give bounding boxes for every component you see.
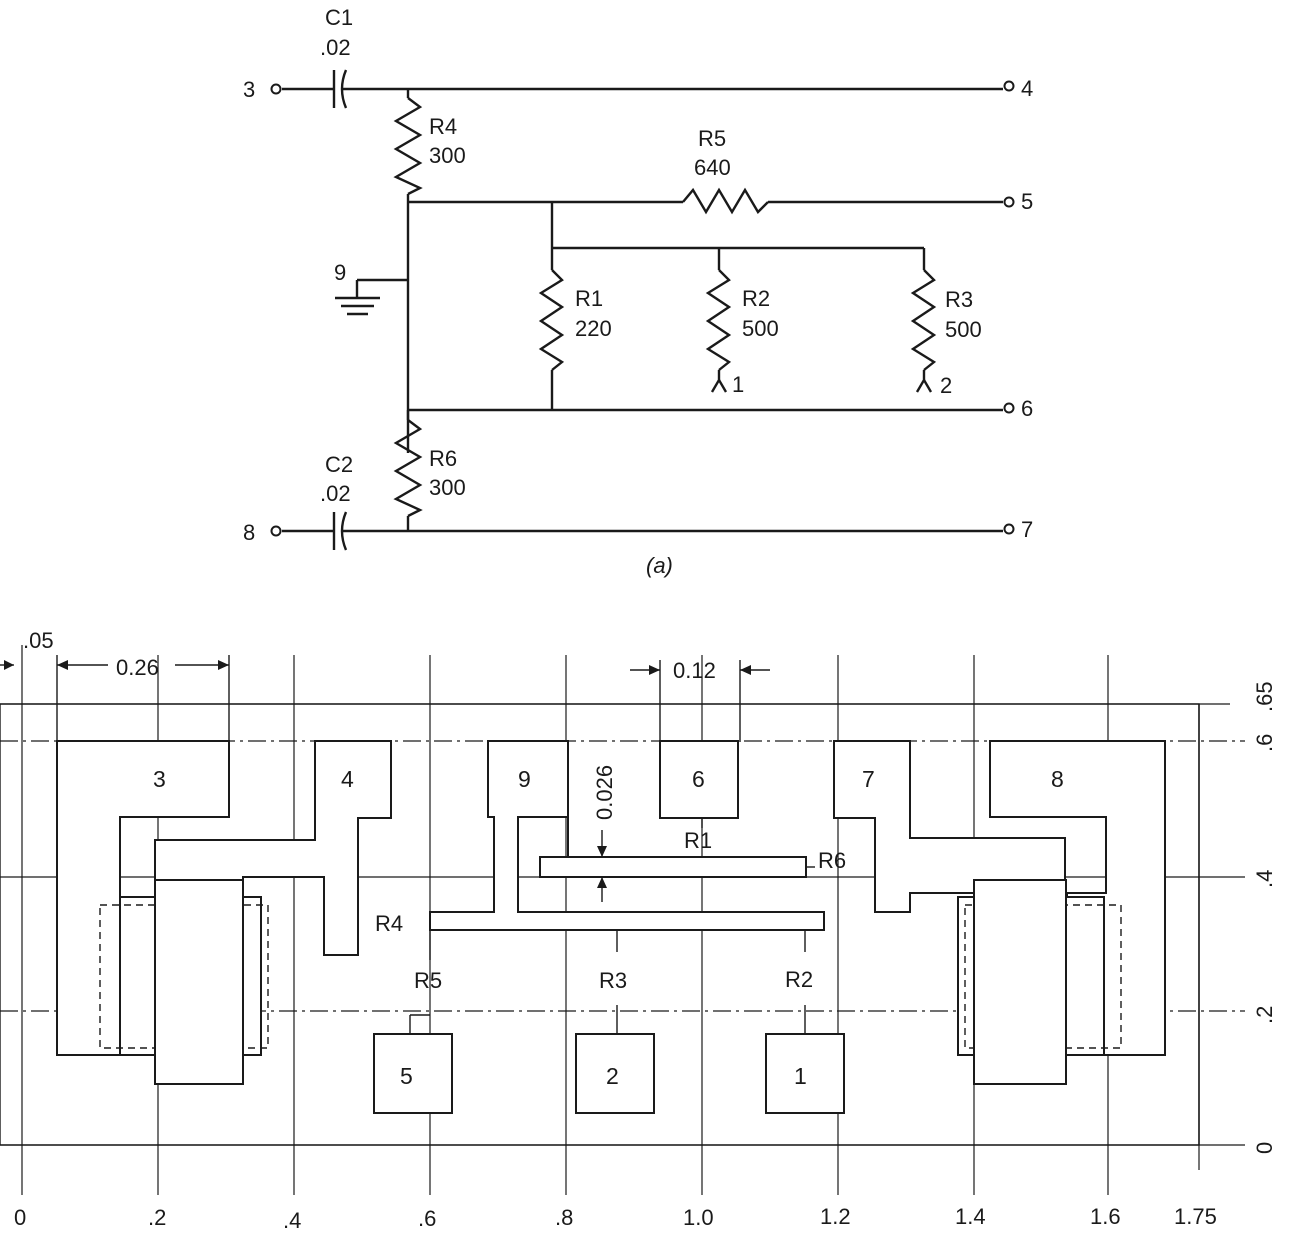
terminal-8: [270, 525, 282, 537]
pad-5-label: 5: [400, 1063, 413, 1089]
x-tick-08: .8: [555, 1205, 573, 1230]
layout-r1-label: R1: [684, 828, 712, 853]
r5-label: R5: [698, 126, 726, 151]
r1-value: 220: [575, 316, 612, 341]
pad-2: [575, 1033, 655, 1114]
r2-resistor: [705, 269, 732, 371]
pad-1-label: 1: [794, 1063, 807, 1089]
layout-r4-label: R4: [375, 911, 403, 936]
terminal-2-label: 2: [940, 373, 952, 398]
y-tick-02: .2: [1252, 1006, 1277, 1024]
terminal-4: [1003, 80, 1015, 92]
y-tick-065: .65: [1252, 681, 1277, 712]
r3-label: R3: [945, 287, 973, 312]
terminal-8-label: 8: [243, 520, 255, 545]
r5-resistor: [682, 187, 769, 215]
r2-label: R2: [742, 286, 770, 311]
x-tick-02: .2: [148, 1205, 166, 1230]
x-tick-06: .6: [418, 1206, 436, 1231]
c2-value: .02: [320, 481, 351, 506]
r6-label: R6: [429, 446, 457, 471]
c1-bottom-plate: [154, 879, 244, 1085]
r5-value: 640: [694, 155, 731, 180]
pad-1: [765, 1033, 845, 1114]
terminal-3-label: 3: [243, 77, 255, 102]
pad-2-label: 2: [606, 1063, 619, 1089]
r1-resistor: [538, 269, 565, 371]
y-tick-06: .6: [1252, 734, 1277, 752]
pad-9-label: 9: [518, 766, 531, 792]
layout-r6-label: R6: [818, 848, 846, 873]
c1-value: .02: [320, 35, 351, 60]
layout-r5-label: R5: [414, 968, 442, 993]
r6-resistor: [393, 419, 423, 518]
x-tick-10: 1.0: [683, 1205, 714, 1230]
terminal-9-label: 9: [334, 260, 346, 285]
terminal-4-label: 4: [1021, 76, 1033, 101]
terminal-6: [1003, 402, 1015, 414]
pad-9: [429, 740, 825, 931]
pad-6: [659, 740, 739, 819]
terminal-5-label: 5: [1021, 189, 1033, 214]
x-tick-175: 1.75: [1174, 1204, 1217, 1229]
terminal-1-label: 1: [732, 372, 744, 397]
schematic: C1 .02 3 4 R4 300 R5 640 5 9 R1 220 R2 5…: [243, 5, 1033, 578]
figure-caption: (a): [646, 553, 673, 578]
terminal-6-label: 6: [1021, 396, 1033, 421]
y-tick-0: 0: [1252, 1142, 1277, 1154]
r4-resistor: [393, 97, 423, 196]
r2-value: 500: [742, 316, 779, 341]
r6-value: 300: [429, 475, 466, 500]
terminal-7-label: 7: [1021, 517, 1033, 542]
pad-5: [373, 1033, 453, 1114]
y-tick-04: .4: [1252, 870, 1277, 888]
x-tick-0: 0: [14, 1205, 26, 1230]
layout-r2-label: R2: [785, 967, 813, 992]
dim-012-label: 0.12: [673, 658, 716, 683]
dim-026-label: 0.26: [116, 655, 159, 680]
c2-bottom-plate: [973, 879, 1067, 1085]
r3-resistor: [910, 269, 937, 371]
layout-drawing: .05 0.26 0.12 0.026 3 4 9 6 7 8 5 2 1 R1…: [0, 628, 1277, 1233]
terminal-7: [1003, 523, 1015, 535]
pad-6-label: 6: [692, 766, 705, 792]
dim-0026-label: 0.026: [592, 765, 617, 820]
r3-value: 500: [945, 317, 982, 342]
terminal-5: [1003, 196, 1015, 208]
pad-4-label: 4: [341, 766, 354, 792]
r1-label: R1: [575, 286, 603, 311]
x-tick-14: 1.4: [955, 1204, 986, 1229]
pad-8-label: 8: [1051, 766, 1064, 792]
pad-7-label: 7: [862, 766, 875, 792]
x-tick-16: 1.6: [1090, 1204, 1121, 1229]
x-tick-04: .4: [283, 1208, 301, 1233]
r4-label: R4: [429, 114, 457, 139]
pad-3: [56, 740, 230, 1056]
terminal-3: [270, 83, 282, 95]
x-tick-12: 1.2: [820, 1204, 851, 1229]
c1-label: C1: [325, 5, 353, 30]
layout-r3-label: R3: [599, 968, 627, 993]
pad-3-label: 3: [153, 766, 166, 792]
r4-value: 300: [429, 143, 466, 168]
dim-005-label: .05: [23, 628, 54, 653]
c2-label: C2: [325, 452, 353, 477]
